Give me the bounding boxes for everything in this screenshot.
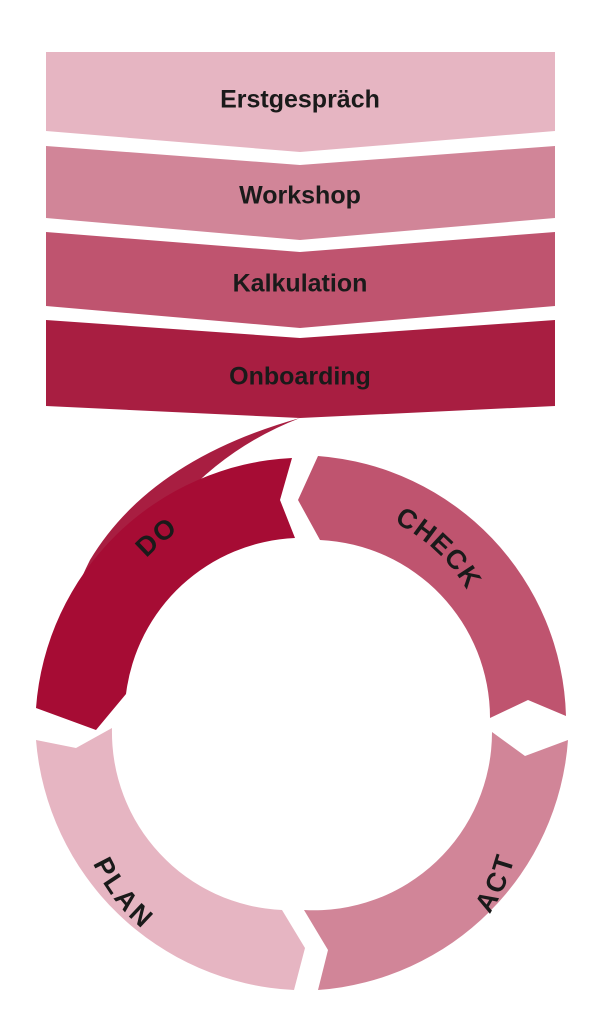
step-label-workshop: Workshop — [239, 182, 361, 210]
step-label-erstgespraech: Erstgespräch — [220, 86, 380, 114]
cycle-segment-plan — [36, 728, 305, 990]
step-label-onboarding: Onboarding — [229, 363, 371, 391]
step-band-kalkulation — [46, 232, 555, 328]
step-band-erstgespraech — [46, 52, 555, 152]
step-band-workshop — [46, 146, 555, 240]
cycle-segment-check — [298, 456, 566, 718]
cycle-segment-do — [36, 458, 295, 730]
cycle-segment-act — [304, 732, 568, 990]
step-label-kalkulation: Kalkulation — [233, 270, 368, 298]
